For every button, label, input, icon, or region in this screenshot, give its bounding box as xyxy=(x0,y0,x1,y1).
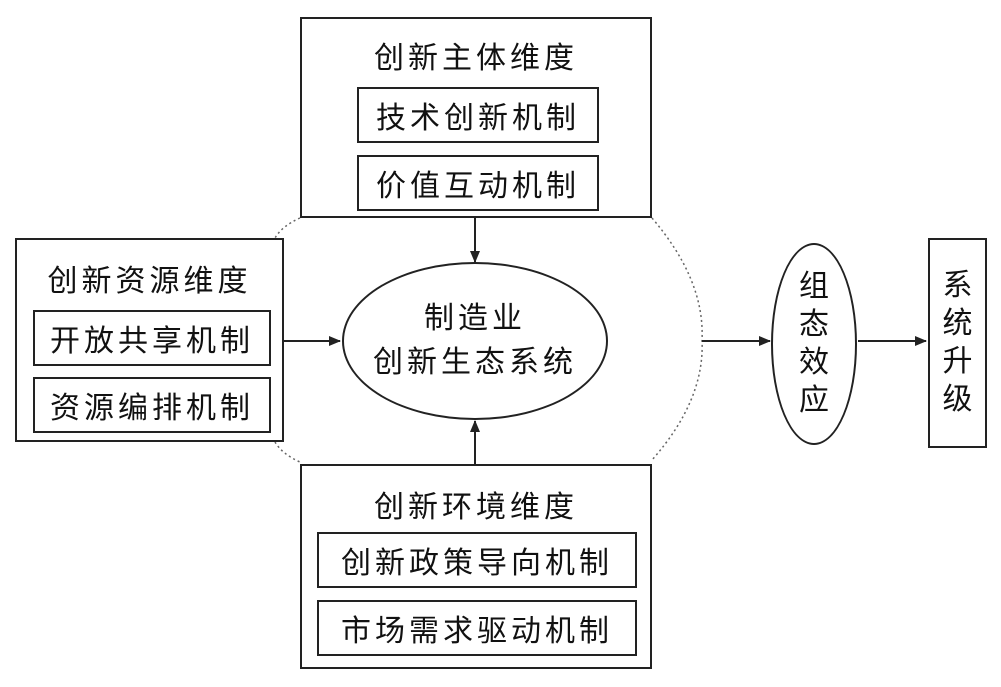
innovation-environment-dimension-box: 创新环境维度 创新政策导向机制 市场需求驱动机制 xyxy=(300,464,652,669)
open-sharing-mechanism-box: 开放共享机制 xyxy=(33,310,271,366)
innovation-subject-dimension-box: 创新主体维度 技术创新机制 价值互动机制 xyxy=(300,17,652,218)
innovation-resource-dimension-box: 创新资源维度 开放共享机制 资源编排机制 xyxy=(15,238,284,442)
center-line-2: 创新生态系统 xyxy=(373,345,577,380)
system-boundary-right-arc xyxy=(651,217,703,461)
value-interaction-mechanism-box: 价值互动机制 xyxy=(357,155,599,211)
effect-char-1: 组 xyxy=(799,269,829,304)
result-char-4: 级 xyxy=(942,382,973,417)
effect-char-4: 应 xyxy=(799,383,829,418)
system-boundary-left-lower-arc xyxy=(274,441,301,463)
effect-char-2: 态 xyxy=(799,307,829,342)
center-line-1: 制造业 xyxy=(424,301,526,336)
effect-char-3: 效 xyxy=(799,345,829,380)
resource-orchestration-mechanism-box: 资源编排机制 xyxy=(33,377,271,433)
manufacturing-innovation-ecosystem-ellipse: 制造业 创新生态系统 xyxy=(342,262,608,420)
result-char-2: 统 xyxy=(942,306,973,341)
innovation-subject-dimension-title: 创新主体维度 xyxy=(374,41,578,76)
innovation-resource-dimension-title: 创新资源维度 xyxy=(47,264,252,299)
result-char-1: 系 xyxy=(942,268,973,303)
tech-innovation-mechanism-box: 技术创新机制 xyxy=(357,87,599,143)
market-demand-mechanism-box: 市场需求驱动机制 xyxy=(317,600,637,656)
configuration-effect-ellipse: 组 态 效 应 xyxy=(771,243,857,445)
innovation-environment-dimension-title: 创新环境维度 xyxy=(374,490,578,525)
system-boundary-left-arc xyxy=(274,217,301,239)
policy-guidance-mechanism-box: 创新政策导向机制 xyxy=(317,532,637,588)
result-char-3: 升 xyxy=(942,344,973,379)
system-upgrade-box: 系 统 升 级 xyxy=(928,238,987,448)
